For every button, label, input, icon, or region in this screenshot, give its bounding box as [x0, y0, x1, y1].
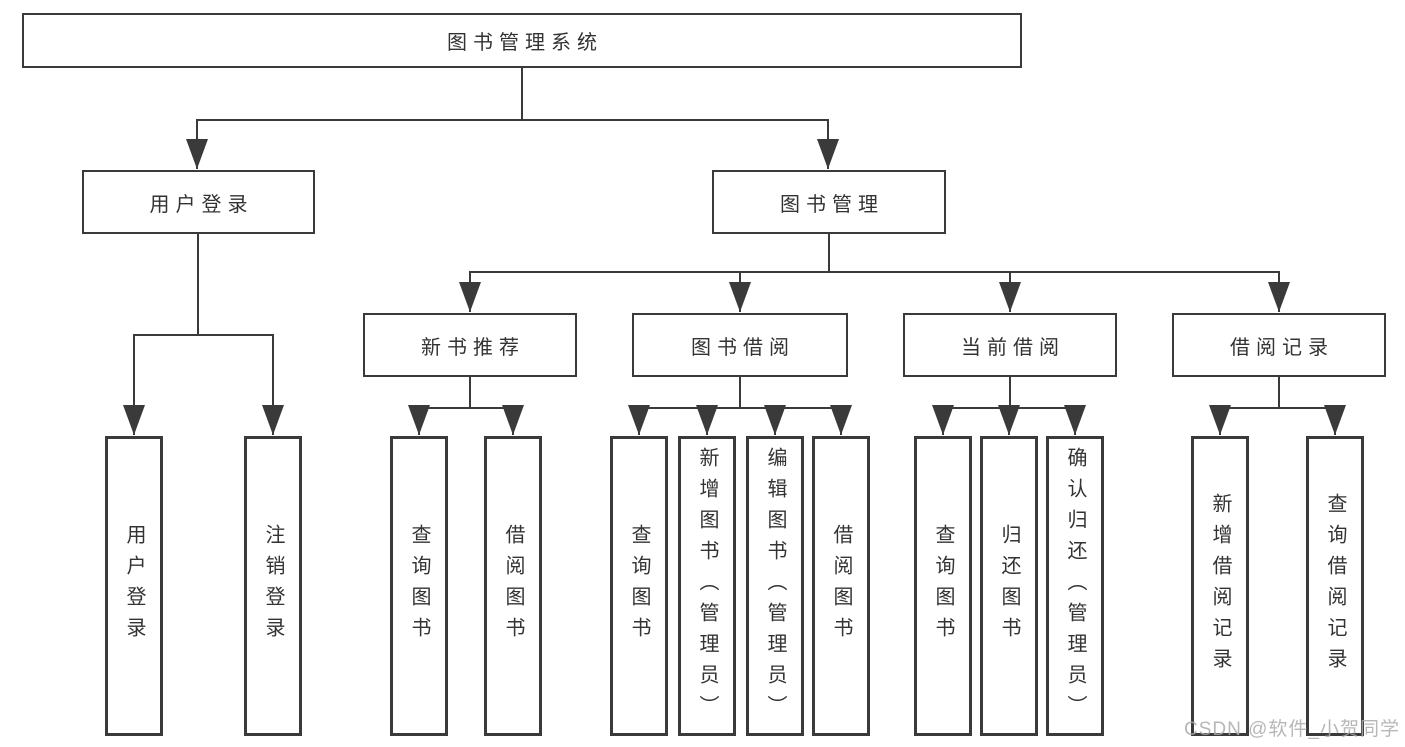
leaf-borrow-books-2-label: 借阅图书 — [830, 524, 852, 648]
leaf-query-borrow-record: 查询借阅记录 — [1306, 436, 1364, 736]
leaf-confirm-return-admin: 确认归还（管理员） — [1046, 436, 1104, 736]
leaf-user-login-label: 用户登录 — [123, 524, 145, 648]
leaf-user-login: 用户登录 — [105, 436, 163, 736]
leaf-return-book-label: 归还图书 — [998, 524, 1020, 648]
leaf-add-borrow-record: 新增借阅记录 — [1191, 436, 1249, 736]
leaf-return-book: 归还图书 — [980, 436, 1038, 736]
leaf-confirm-return-admin-label: 确认归还（管理员） — [1064, 446, 1086, 726]
leaf-query-books-current: 查询图书 — [914, 436, 972, 736]
leaf-query-books-borrow-label: 查询图书 — [628, 524, 650, 648]
leaf-borrow-books-recommend: 借阅图书 — [484, 436, 542, 736]
node-library-management-system: 图书管理系统 — [22, 13, 1022, 68]
leaf-borrow-books-recommend-label: 借阅图书 — [502, 524, 524, 648]
leaf-logout: 注销登录 — [244, 436, 302, 736]
watermark: CSDN @软件_小贺同学 — [1184, 719, 1400, 740]
leaf-query-books-recommend: 查询图书 — [390, 436, 448, 736]
leaf-query-borrow-record-label: 查询借阅记录 — [1324, 493, 1346, 679]
node-book-borrow: 图书借阅 — [632, 313, 848, 377]
leaf-query-books-borrow: 查询图书 — [610, 436, 668, 736]
leaf-edit-book-admin-label: 编辑图书（管理员） — [764, 446, 786, 726]
leaf-add-borrow-record-label: 新增借阅记录 — [1209, 493, 1231, 679]
leaf-add-book-admin-label: 新增图书（管理员） — [696, 446, 718, 726]
node-borrow-records: 借阅记录 — [1172, 313, 1386, 377]
leaf-borrow-books-2: 借阅图书 — [812, 436, 870, 736]
node-book-management: 图书管理 — [712, 170, 946, 234]
leaf-query-books-current-label: 查询图书 — [932, 524, 954, 648]
leaf-edit-book-admin: 编辑图书（管理员） — [746, 436, 804, 736]
node-current-borrow: 当前借阅 — [903, 313, 1117, 377]
node-new-book-recommend: 新书推荐 — [363, 313, 577, 377]
leaf-logout-label: 注销登录 — [262, 524, 284, 648]
leaf-query-books-recommend-label: 查询图书 — [408, 524, 430, 648]
node-user-login: 用户登录 — [82, 170, 315, 234]
leaf-add-book-admin: 新增图书（管理员） — [678, 436, 736, 736]
